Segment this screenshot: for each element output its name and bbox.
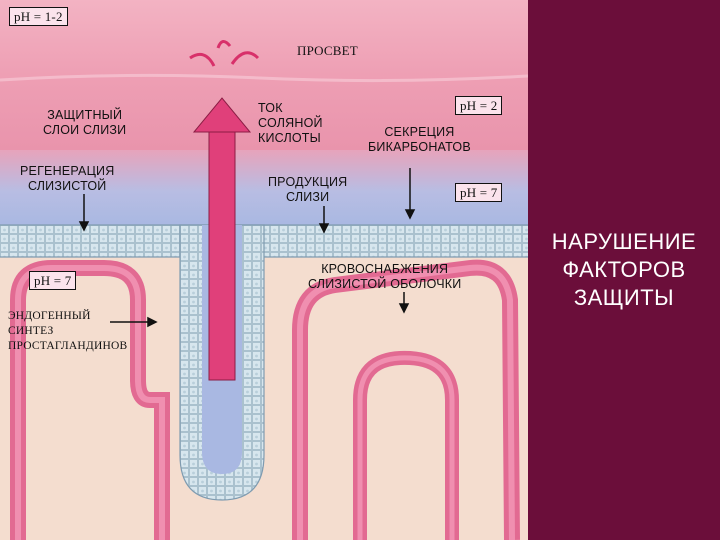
blood-supply-label: КРОВОСНАБЖЕНИЯ СЛИЗИСТОЙ ОБОЛОЧКИ [308, 262, 461, 292]
acid-arrow-shaft [209, 130, 235, 380]
acid-flow-label: ТОК СОЛЯНОЙ КИСЛОТЫ [258, 101, 323, 146]
gastric-mucosa-diagram: pH = 1-2 ПРОСВЕТ ЗАЩИТНЫЙ СЛОИ СЛИЗИ ТОК… [0, 0, 528, 540]
prostaglandins-label: ЭНДОГЕННЫЙ СИНТЕЗ ПРОСТАГЛАНДИНОВ [8, 309, 127, 354]
regeneration-label: РЕГЕНЕРАЦИЯ СЛИЗИСТОЙ [20, 164, 114, 194]
impairment-title: НАРУШЕНИЕ ФАКТОРОВ ЗАЩИТЫ [528, 228, 720, 312]
ph-top-left-label: pH = 1-2 [9, 7, 68, 26]
mucus-layer-label: ЗАЩИТНЫЙ СЛОИ СЛИЗИ [43, 108, 126, 138]
ph-7-left-label: pH = 7 [29, 271, 76, 290]
sidebar-panel: НАРУШЕНИЕ ФАКТОРОВ ЗАЩИТЫ [528, 0, 720, 540]
lumen-label: ПРОСВЕТ [297, 43, 358, 58]
mucus-production-label: ПРОДУКЦИЯ СЛИЗИ [268, 175, 347, 205]
ph-7-right-label: pH = 7 [455, 183, 502, 202]
ph-2-label: pH = 2 [455, 96, 502, 115]
bicarbonate-label: СЕКРЕЦИЯ БИКАРБОНАТОВ [368, 125, 471, 155]
